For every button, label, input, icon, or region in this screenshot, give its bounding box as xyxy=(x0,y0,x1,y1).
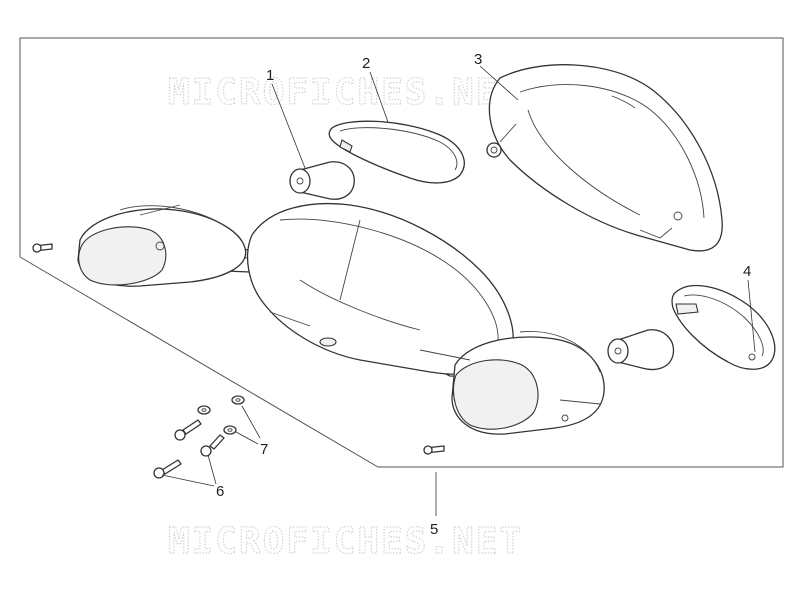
washer-7b xyxy=(231,395,245,405)
screw-6b xyxy=(200,434,225,457)
screw-6c xyxy=(153,459,182,479)
right-bulb-part xyxy=(607,329,675,371)
turn-signal-assembly-part xyxy=(77,202,605,435)
callout-7: 7 xyxy=(260,441,268,458)
callout-6: 6 xyxy=(216,483,224,500)
watermark-bottom: MICROFICHES.NET xyxy=(168,521,523,562)
callout-2: 2 xyxy=(362,55,370,72)
washer-7a xyxy=(197,405,211,415)
left-indicator-lens-part xyxy=(328,120,465,184)
watermark-top: MICROFICHES.NET xyxy=(168,72,523,113)
right-indicator-lens-part xyxy=(671,284,776,370)
housing-cover-part xyxy=(486,64,723,252)
callout-4: 4 xyxy=(743,263,751,280)
screw-6a xyxy=(174,419,202,441)
screw-left-frame xyxy=(32,243,53,253)
leader-lines xyxy=(161,65,756,516)
washer-7c xyxy=(223,425,237,435)
callout-1: 1 xyxy=(266,67,274,84)
left-bulb-part xyxy=(289,161,355,200)
screw-bottom-frame xyxy=(423,445,445,455)
callout-5: 5 xyxy=(430,521,438,538)
callout-3: 3 xyxy=(474,51,482,68)
assembly-frame xyxy=(19,37,784,468)
